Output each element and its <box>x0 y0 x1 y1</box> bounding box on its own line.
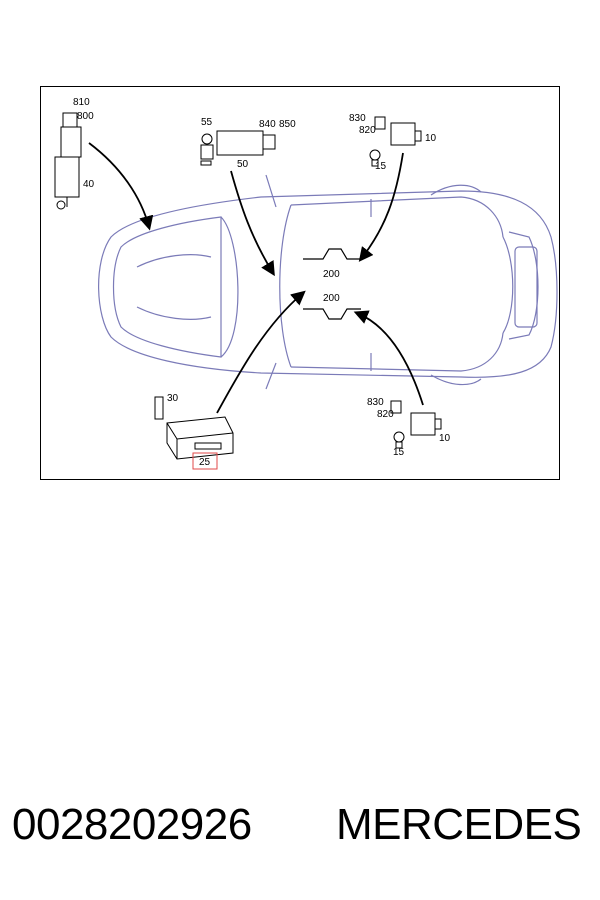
callout-830-top: 830 <box>349 113 366 124</box>
parts-diagram: 810 800 40 55 840 850 50 830 820 10 15 2… <box>54 97 558 470</box>
door-sensor-icon-bottom <box>390 400 442 449</box>
callout-800: 800 <box>77 111 94 122</box>
arrow-side-sensor <box>230 170 275 277</box>
arrow-sensor-front <box>88 142 154 231</box>
side-sensor-icon <box>200 130 276 166</box>
callout-850: 850 <box>279 119 296 130</box>
callout-25: 25 <box>199 457 211 468</box>
callout-10-top: 10 <box>425 133 437 144</box>
callout-40: 40 <box>83 179 95 190</box>
parts-diagram-panel: 810 800 40 55 840 850 50 830 820 10 15 2… <box>40 86 560 480</box>
airbag-control-unit-icon <box>154 396 234 460</box>
callout-820-top: 820 <box>359 125 376 136</box>
callout-820-bottom: 820 <box>377 409 394 420</box>
part-number: 0028202926 <box>12 800 252 849</box>
vehicle-outline <box>98 174 558 390</box>
arrow-control-unit <box>216 290 306 414</box>
arrow-door-sensor-top <box>358 152 404 262</box>
callout-10-bottom: 10 <box>439 433 451 444</box>
highlight-box-25 <box>192 452 218 470</box>
brand-name: MERCEDES <box>336 800 582 849</box>
callout-50: 50 <box>237 159 249 170</box>
callout-200-top: 200 <box>323 269 340 280</box>
door-sensor-icon-top <box>369 116 422 167</box>
callout-55: 55 <box>201 117 213 128</box>
callout-200-bottom: 200 <box>323 293 340 304</box>
callout-840: 840 <box>259 119 276 130</box>
callout-15-top: 15 <box>375 161 387 172</box>
callout-30: 30 <box>167 393 179 404</box>
callout-830-bottom: 830 <box>367 397 384 408</box>
connector-symbol-bottom <box>303 308 361 320</box>
arrow-door-sensor-bottom <box>353 310 424 406</box>
callout-15-bottom: 15 <box>393 447 405 458</box>
callout-810: 810 <box>73 97 90 108</box>
crash-sensor-icon <box>54 112 82 210</box>
connector-symbol-top <box>303 248 361 260</box>
